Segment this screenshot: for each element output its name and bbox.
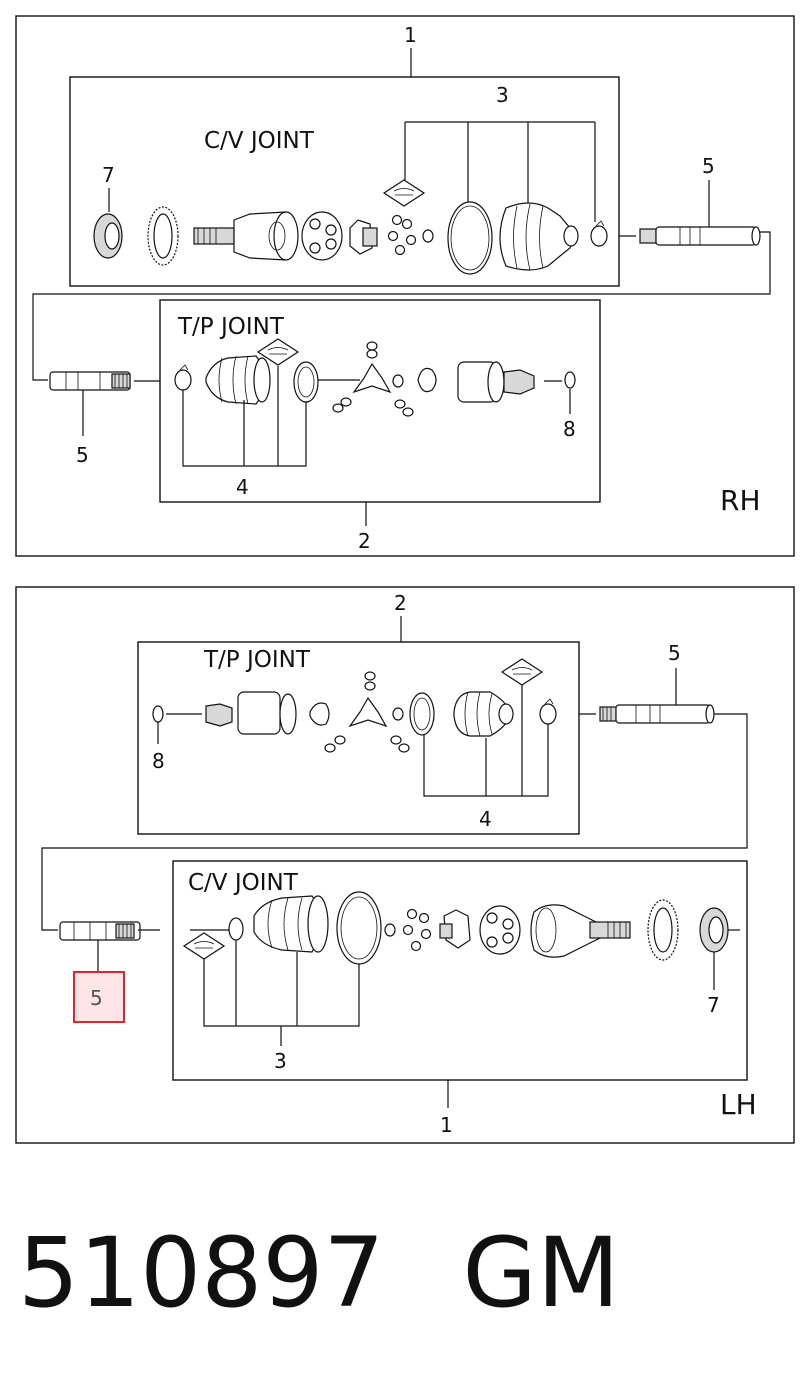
lh-callout-5-highlighted: 5 bbox=[90, 986, 103, 1010]
lh-cv-parts bbox=[183, 891, 740, 965]
lh-tp-joint-title: T/P JOINT bbox=[203, 647, 311, 673]
grease-pack-icon bbox=[501, 658, 543, 686]
rh-drive-shaft-bottom bbox=[49, 371, 131, 391]
rh-cv-joint-box bbox=[69, 76, 620, 287]
rh-tp-parts bbox=[174, 338, 576, 417]
lh-callout-4: 4 bbox=[479, 807, 492, 831]
lh-callout-7: 7 bbox=[707, 993, 720, 1017]
lh-drive-shaft-highlighted[interactable] bbox=[59, 921, 141, 941]
rh-callout-8: 8 bbox=[563, 417, 576, 441]
rh-side-label: RH bbox=[720, 484, 761, 517]
rh-cv-parts bbox=[93, 179, 608, 275]
rh-cv-joint-title: C/V JOINT bbox=[204, 128, 315, 154]
rh-tp-joint-box bbox=[159, 299, 601, 503]
lh-side-label: LH bbox=[720, 1088, 757, 1121]
lh-callout-1: 1 bbox=[440, 1113, 453, 1137]
rh-callout-1: 1 bbox=[404, 23, 417, 47]
rh-drive-shaft-top bbox=[639, 226, 761, 246]
rh-panel-frame bbox=[15, 15, 795, 557]
lh-callout-2: 2 bbox=[394, 591, 407, 615]
grease-pack-icon bbox=[183, 932, 225, 960]
lh-callout-8: 8 bbox=[152, 749, 165, 773]
brand-name: GM bbox=[462, 1217, 620, 1329]
lh-panel-frame bbox=[15, 586, 795, 1144]
lh-callout-5-top: 5 bbox=[668, 641, 681, 665]
rh-callout-2: 2 bbox=[358, 529, 371, 553]
part-footer: 510897 GM bbox=[18, 1218, 798, 1328]
rh-tp-joint-title: T/P JOINT bbox=[177, 314, 285, 340]
lh-cv-joint-title: C/V JOINT bbox=[188, 870, 299, 896]
lh-tp-joint-box bbox=[137, 641, 580, 835]
rh-callout-3: 3 bbox=[496, 83, 509, 107]
exploded-parts-diagram: RH 1 C/V JOINT 3 7 bbox=[15, 15, 795, 1144]
rh-callout-7: 7 bbox=[102, 163, 115, 187]
highlighted-callout-box[interactable] bbox=[73, 971, 125, 1023]
grease-pack-icon bbox=[383, 179, 425, 207]
lh-callout-3: 3 bbox=[274, 1049, 287, 1073]
rh-callout-5-top: 5 bbox=[702, 154, 715, 178]
rh-callout-5-bottom: 5 bbox=[76, 443, 89, 467]
rh-callout-4: 4 bbox=[236, 475, 249, 499]
lh-drive-shaft-top bbox=[599, 704, 715, 724]
part-number: 510897 bbox=[18, 1217, 385, 1329]
rh-panel: RH 1 C/V JOINT 3 7 bbox=[15, 15, 795, 557]
lh-tp-parts bbox=[152, 658, 557, 753]
lh-panel: LH 2 T/P JOINT 4 8 bbox=[15, 586, 795, 1144]
lh-cv-joint-box bbox=[172, 860, 748, 1081]
